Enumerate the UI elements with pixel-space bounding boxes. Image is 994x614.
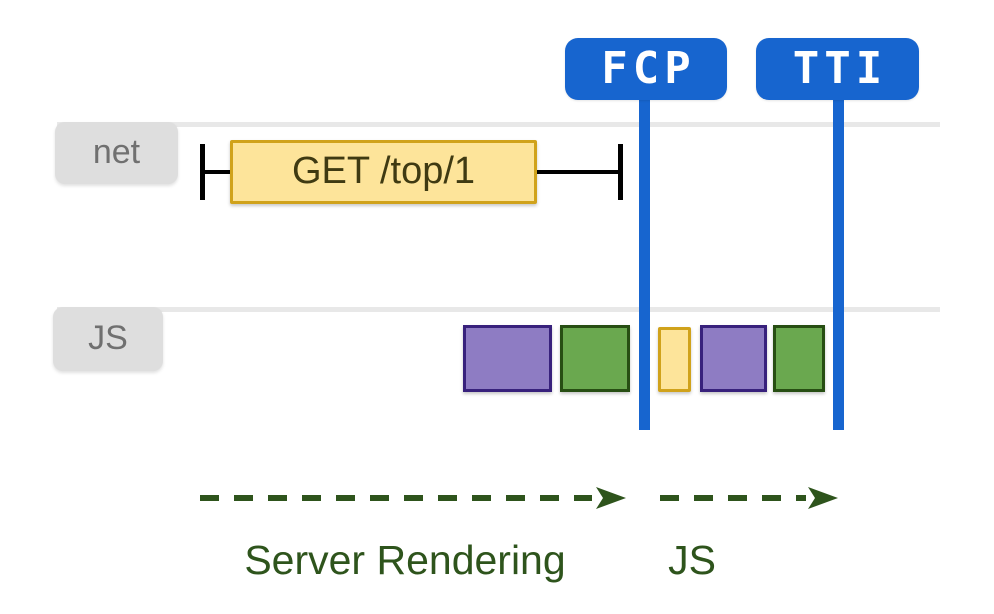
js-task-block [560,325,630,392]
phase-label-server-rendering: Server Rendering [244,537,566,583]
js-task-block [463,325,552,392]
js-arrow [660,487,838,509]
fcp-marker-line [639,100,650,430]
js-task-blocks [0,325,994,392]
js-track-label: JS [53,307,163,371]
tti-marker-line [833,100,844,430]
js-task-block [773,325,825,392]
tti-badge: TTI [756,38,919,100]
net-track-line [57,122,940,127]
network-request-bar: GET /top/1 [230,140,537,204]
phase-arrows [200,487,838,509]
fcp-badge: FCP [565,38,727,100]
js-track-line [57,307,940,312]
js-task-block [658,327,691,392]
request-end-whisker [618,144,623,200]
net-track-label: net [55,122,178,184]
phase-label-js: JS [668,537,716,583]
request-start-whisker [200,144,205,200]
server-rendering-arrow [200,487,626,509]
request-start-whisker-link [203,170,230,174]
request-end-whisker-link [537,170,618,174]
js-task-block [700,325,767,392]
